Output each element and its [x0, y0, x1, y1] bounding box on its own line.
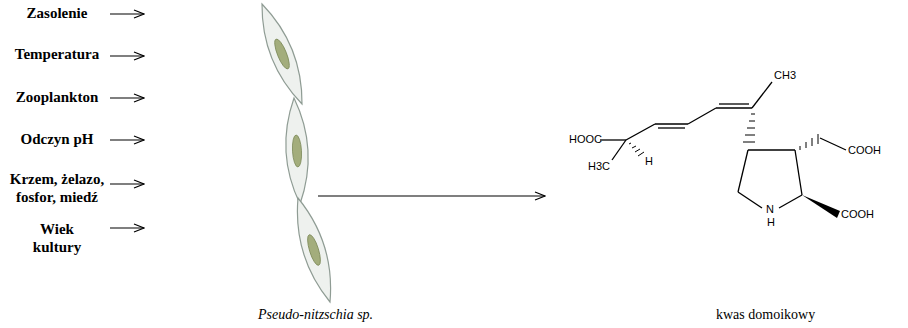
diatom-cell [297, 198, 330, 302]
factor-label: Wiek kultury [22, 220, 92, 256]
domoic-acid-structure [600, 82, 846, 218]
factor-label: Zasolenie [27, 4, 88, 22]
atom-label: H [645, 156, 653, 167]
atom-label: COOH [841, 209, 874, 220]
atom-label: HOOC [569, 134, 602, 145]
compound-caption: kwas domoikowy [716, 307, 815, 324]
factor-label: Krzem, żelazo, fosfor, miedź [5, 170, 109, 206]
organism-caption: Pseudo-nitzschia sp. [258, 307, 373, 324]
factor-label: Temperatura [15, 45, 99, 63]
chloroplast [272, 37, 292, 70]
factor-label: Zooplankton [16, 88, 99, 106]
diatom-cell [262, 4, 302, 104]
atom-label: CH3 [774, 70, 796, 81]
atom-label: H [767, 217, 775, 228]
atom-label: H3C [588, 161, 610, 172]
chloroplast [292, 135, 303, 167]
diatom-chain [262, 4, 331, 302]
influence-arrows [110, 14, 545, 228]
diatom-cell [286, 98, 308, 204]
atom-label: N [766, 204, 774, 215]
chloroplast [305, 233, 323, 266]
atom-label: COOH [848, 145, 881, 156]
factor-label: Odczyn pH [21, 130, 94, 148]
